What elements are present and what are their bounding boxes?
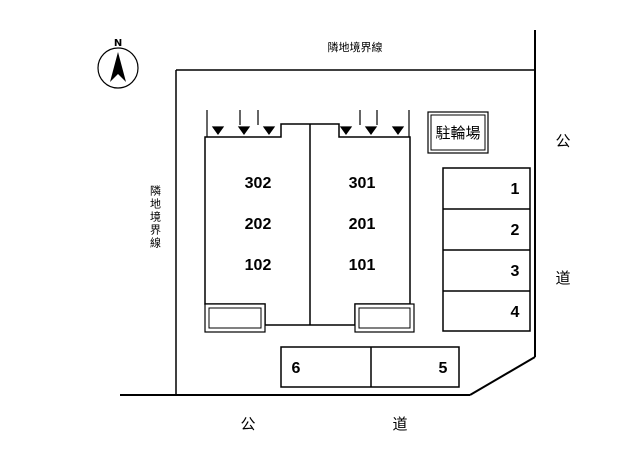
- building-outline: [204, 123, 411, 326]
- compass-needle-icon: [110, 52, 126, 82]
- arrow-down-icon: [391, 126, 405, 136]
- road-label-bottom-2: 道: [392, 415, 407, 433]
- road-edge: [120, 30, 536, 396]
- compass-circle: [97, 47, 139, 89]
- arrow-down-icon: [211, 126, 225, 136]
- road-label-right-1: 公: [555, 132, 570, 150]
- site-boundary: [175, 69, 535, 395]
- bicycle-parking-label: 駐輪場: [435, 124, 480, 142]
- parking-slot-3: 3: [511, 263, 520, 280]
- unit-label: 102: [245, 257, 272, 274]
- parking-slot-6: 6: [292, 360, 301, 377]
- unit-label: 302: [245, 175, 272, 192]
- boundary-label-top: 隣地境界線: [328, 40, 383, 54]
- unit-label: 101: [349, 257, 376, 274]
- entry-box-left: [204, 303, 266, 333]
- arrow-down-icon: [237, 126, 251, 136]
- unit-label: 202: [245, 216, 272, 233]
- arrow-down-icon: [339, 126, 353, 136]
- road-label-right-2: 道: [555, 269, 570, 287]
- bicycle-parking: 駐輪場: [427, 111, 489, 154]
- entry-box-right: [354, 303, 415, 333]
- compass: N: [97, 38, 139, 89]
- compass-letter: N: [114, 38, 122, 49]
- entrance-markers: [206, 110, 410, 137]
- arrow-down-icon: [262, 126, 276, 136]
- parking-slot-1: 1: [511, 181, 520, 198]
- parking-slot-2: 2: [511, 222, 520, 239]
- arrow-down-icon: [364, 126, 378, 136]
- parking-column-right: [442, 167, 531, 332]
- parking-slot-4: 4: [511, 304, 520, 321]
- road-label-bottom-1: 公: [240, 415, 255, 433]
- unit-label: 301: [349, 175, 376, 192]
- boundary-label-left: 隣地境界線: [149, 184, 162, 250]
- parking-slot-5: 5: [439, 360, 448, 377]
- parking-row-bottom: [280, 346, 460, 388]
- unit-label: 201: [349, 216, 376, 233]
